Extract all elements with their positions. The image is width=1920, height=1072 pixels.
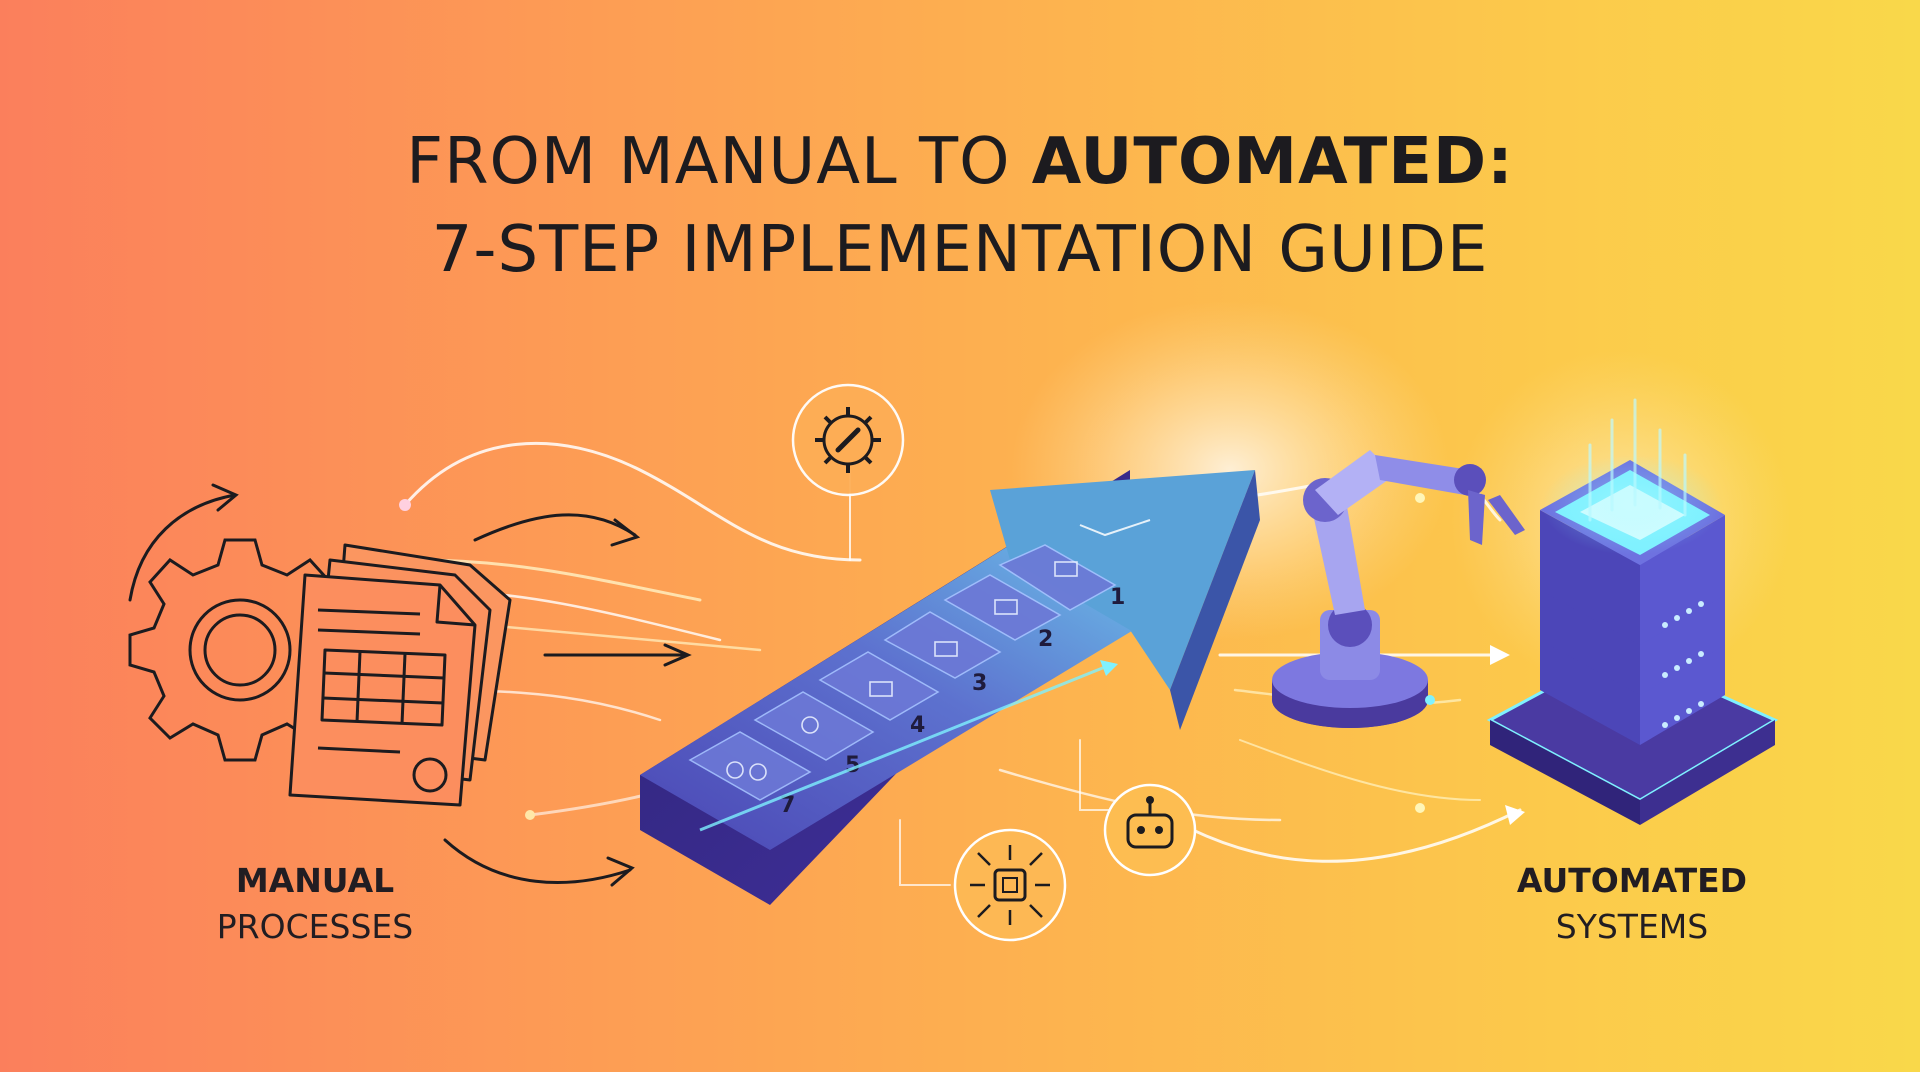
manual-processes-label: MANUAL PROCESSES: [165, 858, 465, 950]
step-7-label: 7: [780, 793, 795, 818]
step-5-label: 5: [845, 753, 860, 778]
automated-label-line2: SYSTEMS: [1555, 907, 1709, 946]
robotic-arm-icon: [1272, 450, 1525, 728]
step-arrow: 1 2 3 4 5 7: [640, 470, 1260, 905]
manual-label-line1: MANUAL: [235, 861, 395, 900]
automated-systems-label: AUTOMATED SYSTEMS: [1482, 858, 1782, 950]
gear-icon: [128, 538, 352, 762]
sketch-arrows: [128, 483, 692, 887]
flow-dot: [399, 499, 411, 511]
flow-dot: [1415, 493, 1425, 503]
ai-chip-icon: [953, 828, 1067, 942]
automated-label-line1: AUTOMATED: [1516, 861, 1748, 900]
flow-dot: [525, 810, 535, 820]
flow-arrowhead: [1505, 805, 1525, 825]
title-line1-bold: AUTOMATED:: [1031, 125, 1514, 199]
page-title: FROM MANUAL TO AUTOMATED: 7-STEP IMPLEME…: [0, 118, 1920, 294]
title-line2: 7-STEP IMPLEMENTATION GUIDE: [431, 213, 1489, 287]
manual-label-line2: PROCESSES: [216, 907, 414, 946]
step-4-label: 4: [910, 713, 925, 738]
title-line1-regular: FROM MANUAL TO: [406, 125, 1032, 199]
step-1-label: 1: [1110, 585, 1125, 610]
flow-arrowhead: [1490, 645, 1510, 665]
step-3-label: 3: [972, 671, 987, 696]
step-2-label: 2: [1038, 627, 1053, 652]
server-stack-icon: [1486, 398, 1779, 825]
flow-dot: [1415, 803, 1425, 813]
gear-wrench-icon: [791, 383, 905, 497]
documents-icon: [288, 543, 512, 807]
robot-head-icon: [1103, 783, 1197, 877]
